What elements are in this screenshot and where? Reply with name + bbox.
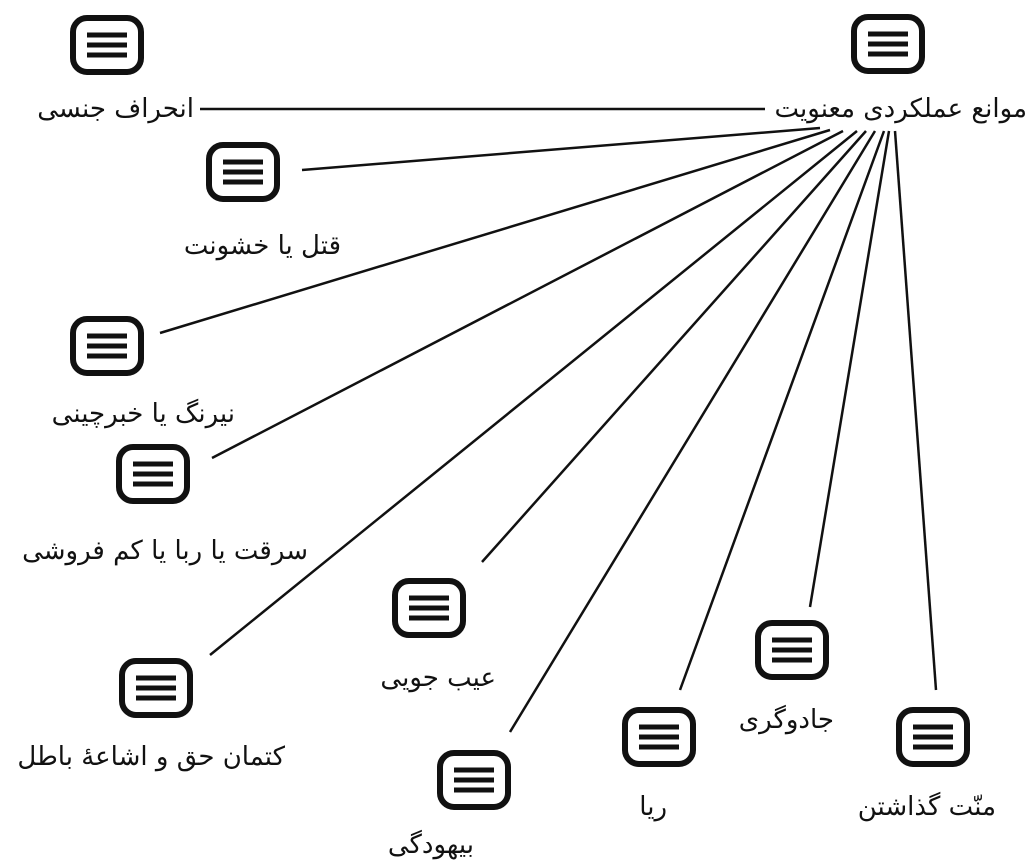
connector-sorcery: [808, 130, 891, 608]
futility-document-list-icon: [440, 753, 508, 807]
connector-hypocrisy: [678, 130, 886, 691]
murder-document-list-icon: [209, 145, 277, 199]
reproach-document-list-icon: [899, 710, 967, 764]
root-label: موانع عملکردی معنویت: [770, 96, 1031, 122]
futility-label: بیهودگی: [383, 832, 478, 858]
connector-fault: [481, 130, 867, 563]
hypocrisy-document-list-icon: [625, 710, 693, 764]
connector-futility: [508, 130, 877, 733]
fault-label: عیب جویی: [376, 665, 500, 691]
deceit-label: نیرنگ یا خبرچینی: [47, 401, 239, 427]
theft-document-list-icon: [119, 447, 187, 501]
hypocrisy-label: ریا: [635, 794, 671, 820]
connector-lines: [159, 107, 938, 733]
conceal-label: کتمان حق و اشاعۀ باطل: [13, 744, 289, 770]
connector-reproach: [893, 130, 938, 691]
reproach-label: منّت گذاشتن: [853, 794, 1000, 820]
theft-label: سرقت یا ربا یا کم فروشی: [18, 538, 312, 564]
connector-theft: [211, 129, 844, 460]
connector-conceal: [209, 130, 858, 656]
fault-document-list-icon: [395, 581, 463, 635]
deceit-document-list-icon: [73, 319, 141, 373]
murder-label: قتل یا خشونت: [179, 233, 345, 259]
root-document-list-icon: [854, 17, 922, 71]
deviance-document-list-icon: [73, 18, 141, 72]
connector-deceit: [159, 128, 831, 335]
deviance-label: انحراف جنسی: [33, 96, 198, 122]
sorcery-document-list-icon: [758, 623, 826, 677]
connector-murder: [301, 126, 821, 172]
sorcery-label: جادوگری: [734, 707, 838, 733]
conceal-document-list-icon: [122, 661, 190, 715]
